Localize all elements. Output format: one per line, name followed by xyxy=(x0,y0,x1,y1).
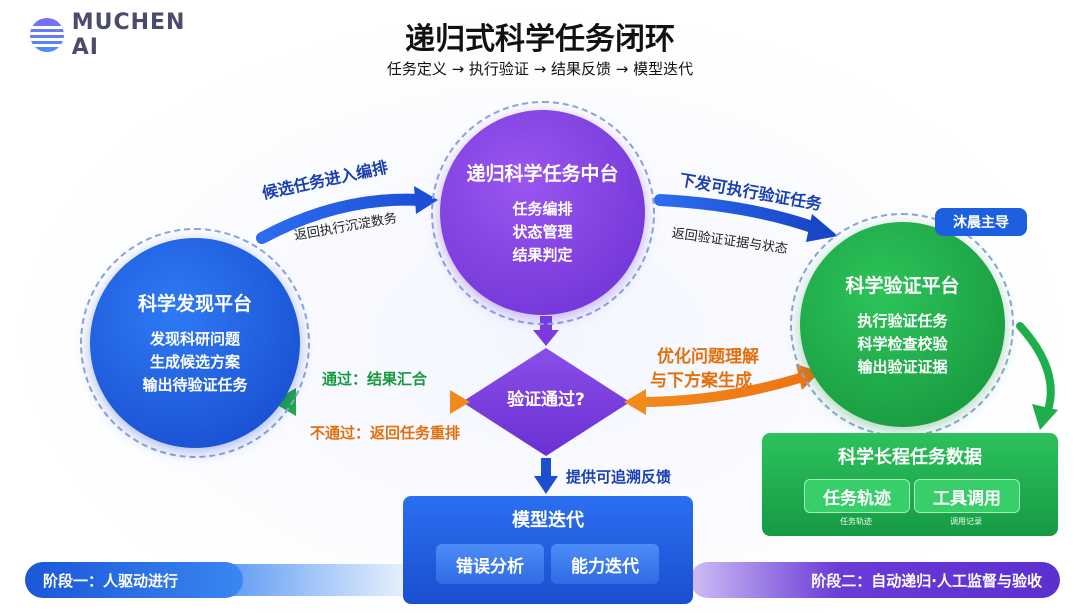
arrow-feedback-head xyxy=(534,476,558,494)
discovery-line: 输出待验证任务 xyxy=(142,376,248,394)
page-subtitle: 任务定义 → 执行验证 → 结果反馈 → 模型迭代 xyxy=(386,60,694,78)
phase-one-band: 阶段一：人驱动进行 xyxy=(25,562,243,598)
arrow-candidate xyxy=(256,193,426,244)
data-caption: 任务轨迹 xyxy=(840,517,872,526)
logo-icon xyxy=(30,18,64,52)
data-caption: 调用记录 xyxy=(950,517,982,526)
model-item-capability-iteration: 能力迭代 xyxy=(551,544,659,584)
arrow-down-head xyxy=(533,330,559,346)
data-item-tool-call: 工具调用 xyxy=(914,479,1020,513)
label-optimize-2: 与下方案生成 xyxy=(650,371,752,391)
hub-line: 状态管理 xyxy=(512,222,573,241)
hub-line: 任务编排 xyxy=(512,199,573,218)
arrow-fail-head xyxy=(450,390,470,414)
arrow-optimize-left-head xyxy=(624,389,646,415)
arrow-optimize xyxy=(639,373,802,407)
lead-badge: 沐晨主导 xyxy=(935,208,1027,236)
arrow-candidate-head xyxy=(414,186,438,214)
hub-title: 递归科学任务中台 xyxy=(466,162,619,185)
arrow-to-data-head xyxy=(1032,404,1058,430)
hub-line: 结果判定 xyxy=(512,245,573,264)
discovery-title: 科学发现平台 xyxy=(137,293,252,315)
arrow-feedback-stem xyxy=(541,458,551,478)
model-iteration-box: 模型迭代 错误分析 能力迭代 xyxy=(403,496,693,604)
arrow-dispatch xyxy=(654,194,821,234)
label-fail: 不通过：返回任务重排 xyxy=(310,424,461,442)
data-box-title: 科学长程任务数据 xyxy=(838,447,982,468)
label-optimize-1: 优化问题理解 xyxy=(657,347,759,367)
phase-two-band: 阶段二：自动递归·人工监督与验收 xyxy=(690,562,1060,598)
arrow-dispatch-head xyxy=(806,214,838,242)
data-item-trajectory: 任务轨迹 xyxy=(804,479,910,513)
discovery-platform-node: 科学发现平台 发现科研问题 生成候选方案 输出待验证任务 xyxy=(90,238,300,448)
verify-line: 执行验证任务 xyxy=(857,311,948,330)
long-horizon-data-box: 科学长程任务数据 任务轨迹 工具调用 任务轨迹 调用记录 xyxy=(762,433,1058,536)
decision-label: 验证通过? xyxy=(507,390,585,410)
model-title: 模型迭代 xyxy=(512,510,584,531)
label-pass: 通过：结果汇合 xyxy=(322,370,428,388)
page-title: 递归式科学任务闭环 xyxy=(405,22,675,57)
model-item-error-analysis: 错误分析 xyxy=(436,544,544,584)
verification-platform-node: 科学验证平台 执行验证任务 科学检查校验 输出验证证据 xyxy=(800,222,1005,427)
arrow-to-data xyxy=(1016,322,1055,414)
logo-text: MUCHEN AI xyxy=(71,10,186,60)
verify-line: 输出验证证据 xyxy=(857,357,948,376)
discovery-line: 发现科研问题 xyxy=(149,330,240,348)
verify-title: 科学验证平台 xyxy=(845,274,960,297)
brand-logo: MUCHEN AI xyxy=(30,10,220,60)
discovery-ring xyxy=(80,228,310,458)
discovery-line: 生成候选方案 xyxy=(149,353,240,371)
verify-line: 科学检查校验 xyxy=(857,334,948,353)
decision-diamond xyxy=(462,348,630,456)
task-hub-node: 递归科学任务中台 任务编排 状态管理 结果判定 xyxy=(440,110,645,315)
label-feedback: 提供可追溯反馈 xyxy=(566,468,672,486)
center-ring xyxy=(431,101,655,325)
